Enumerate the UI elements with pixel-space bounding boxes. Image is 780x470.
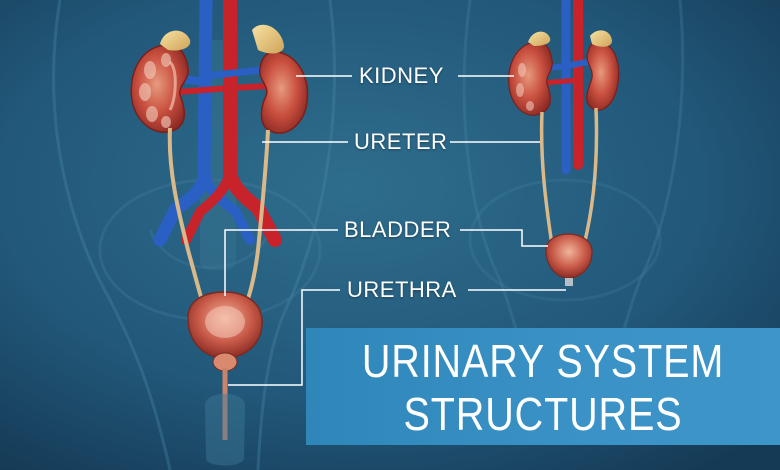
iliac-artery — [181, 165, 235, 245]
title-banner: URINARY SYSTEM STRUCTURES — [306, 328, 780, 445]
leader-lines — [224, 75, 566, 386]
urinary-system-front — [130, 0, 309, 466]
title-line-1: URINARY SYSTEM — [361, 335, 725, 387]
adrenal-side-left — [528, 31, 551, 46]
penis-outline — [205, 393, 245, 466]
label-urethra: URETHRA — [347, 277, 457, 302]
ureter-left — [167, 127, 207, 311]
ureter-right — [242, 129, 270, 311]
renal-vein-right — [201, 66, 266, 80]
adrenal-gland-left — [160, 30, 191, 51]
leader-urethra-front — [228, 289, 340, 386]
kidney-right — [259, 50, 309, 134]
bladder-side — [545, 233, 593, 279]
ureter-side-right — [582, 107, 599, 246]
urinary-system-side — [508, 0, 620, 286]
kidney-left-pyramids — [139, 53, 171, 128]
bladder-interior — [205, 306, 245, 338]
renal-artery — [175, 83, 271, 95]
adrenal-side-right — [590, 30, 612, 47]
adrenal-gland-right — [252, 24, 284, 54]
leader-bladder-side — [460, 229, 548, 247]
title-line-2: STRUCTURES — [403, 388, 683, 440]
renal-pelvis-left — [168, 60, 177, 111]
ureter-side-left — [539, 111, 554, 246]
label-ureter: URETER — [354, 129, 448, 154]
leader-bladder-front — [224, 229, 338, 296]
urethra-side-stub — [565, 278, 573, 286]
label-bladder: BLADDER — [344, 217, 452, 242]
kidney-side-right — [586, 40, 620, 111]
label-kidney: KIDNEY — [359, 63, 444, 88]
kidney-side-pyramids — [516, 63, 534, 111]
